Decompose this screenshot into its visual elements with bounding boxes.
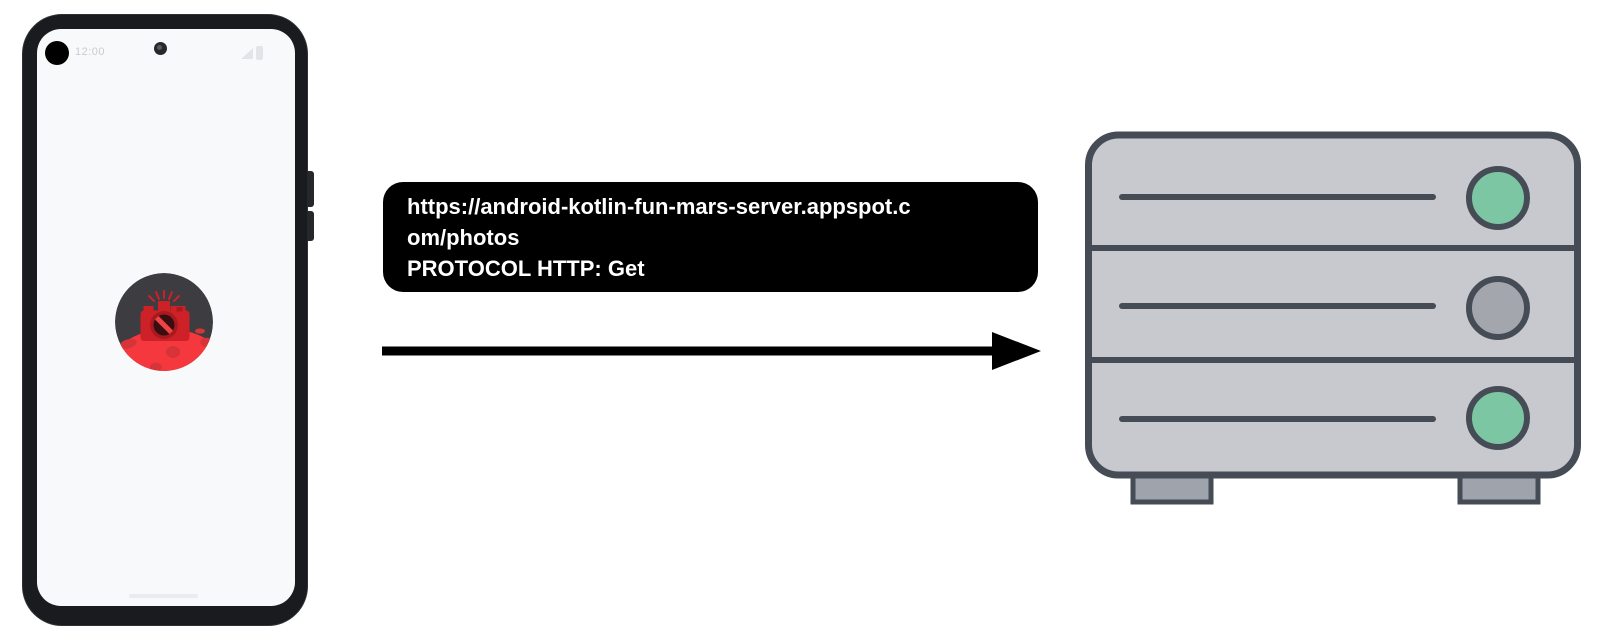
camera-lens-glint	[157, 45, 162, 50]
web-server-icon	[1085, 131, 1581, 505]
server-led-bottom	[1466, 386, 1530, 450]
request-arrow-icon	[382, 332, 1041, 370]
flash-rays	[148, 290, 180, 302]
mars-planet	[115, 329, 213, 371]
front-camera-punch-hole-icon	[154, 42, 167, 55]
request-url-line-2: om/photos	[407, 224, 520, 250]
arrow-head	[992, 332, 1041, 370]
request-protocol-line: PROTOCOL HTTP: Get	[407, 255, 645, 281]
mars-craters	[119, 328, 213, 371]
status-clock: 12:00	[75, 46, 106, 58]
status-bar-dot	[45, 41, 69, 65]
mars-photos-app-icon	[115, 273, 213, 371]
server-led-top	[1466, 166, 1530, 230]
http-request-label: https://android-kotlin-fun-mars-server.a…	[383, 182, 1038, 292]
lens-highlight	[153, 314, 175, 336]
phone-device: 12:00	[22, 14, 314, 626]
camera-flash-window	[176, 307, 183, 312]
volume-button	[307, 171, 314, 207]
power-button	[307, 211, 314, 241]
battery-icon	[256, 46, 263, 60]
phone-screen: 12:00	[37, 29, 295, 606]
server-vent-slots	[1119, 194, 1436, 422]
signal-icon	[241, 48, 253, 59]
server-unit-dividers	[1088, 245, 1578, 363]
home-indicator	[129, 594, 198, 598]
request-url-line-1: https://android-kotlin-fun-mars-server.a…	[407, 193, 911, 219]
server-led-middle	[1466, 276, 1530, 340]
